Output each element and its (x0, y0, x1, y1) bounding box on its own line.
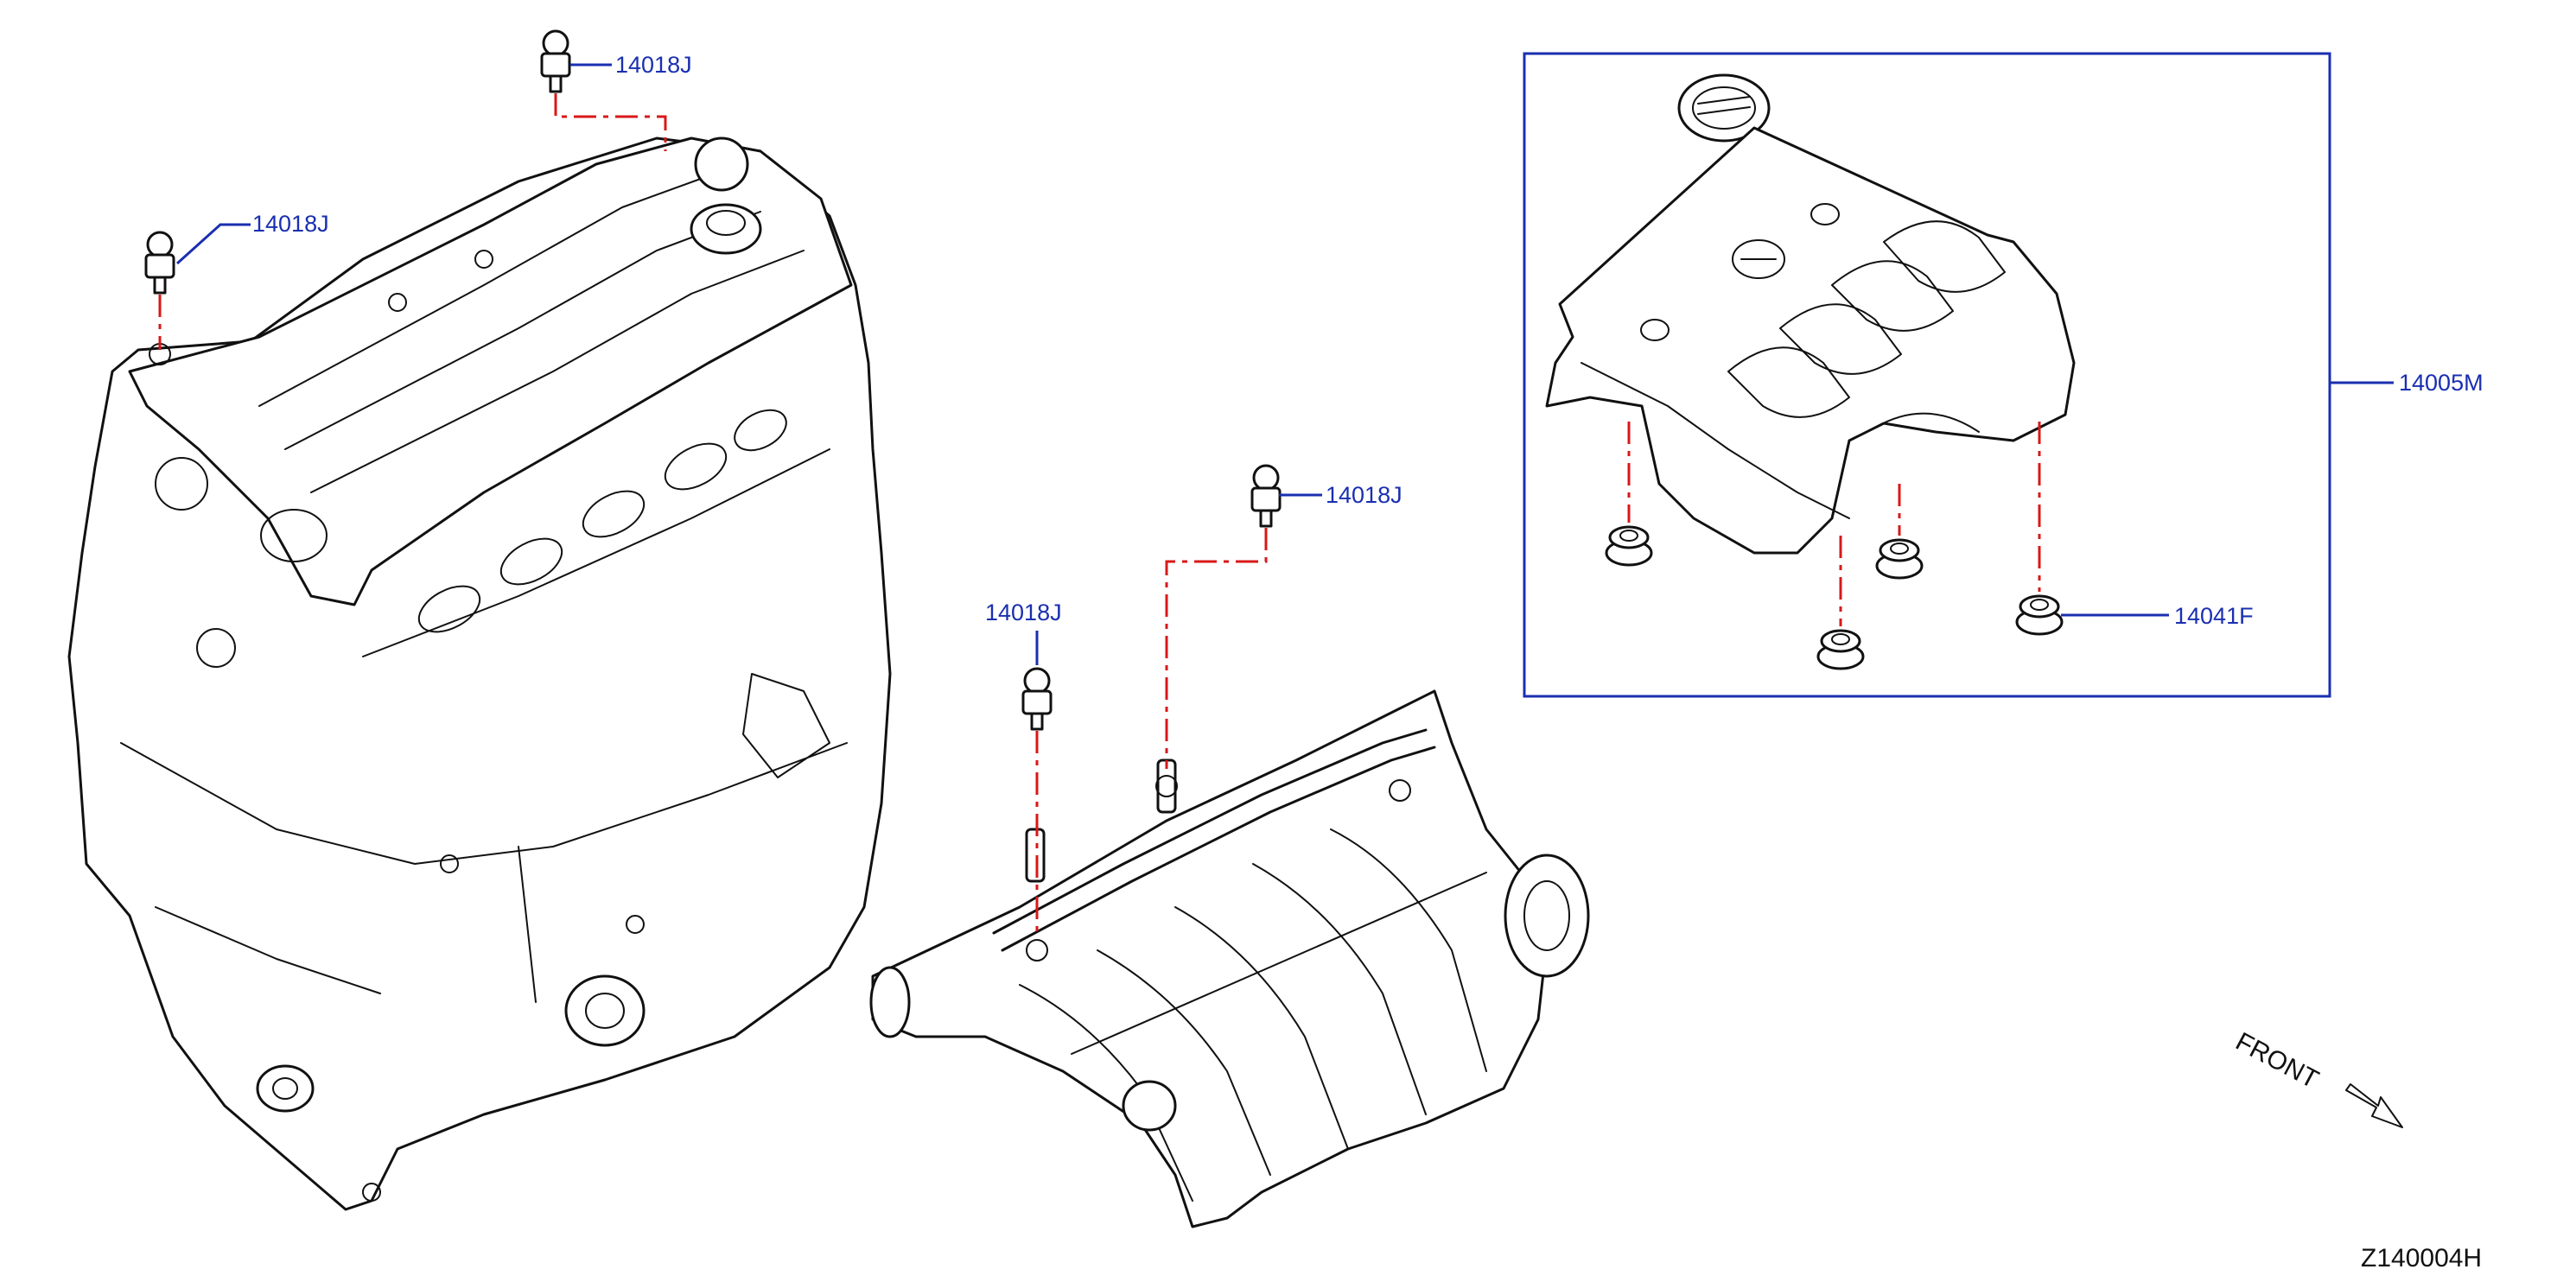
callout-labels: 14018J 14018J 14018J 14018J 14005M 14041… (252, 52, 2484, 629)
callout-bolt-mid: 14018J (985, 600, 1062, 625)
stud-bolt-left (144, 231, 175, 295)
grommets (1605, 525, 2064, 670)
callout-bolt-right: 14018J (1326, 482, 1402, 508)
callout-bolt-left: 14018J (252, 211, 329, 237)
front-indicator: FRONT (2231, 1027, 2403, 1128)
grommet-1 (1605, 525, 1653, 567)
front-arrow-icon (2345, 1083, 2403, 1128)
stud-bolt-right (1250, 464, 1282, 528)
cover-group-frame (1523, 52, 2331, 698)
callout-bolt-top: 14018J (615, 52, 692, 78)
engine-cover (1545, 73, 2076, 555)
front-label: FRONT (2231, 1027, 2324, 1095)
stud-bolt-mid (1021, 667, 1053, 731)
engine-block (67, 136, 892, 1211)
grommet-2 (1875, 538, 1924, 580)
stud-bolt-top (540, 29, 571, 93)
callout-grommet: 14041F (2174, 603, 2254, 629)
grommet-4 (2015, 594, 2064, 636)
drawing-id: Z140004H (2361, 1244, 2482, 1272)
intake-manifold (869, 689, 1590, 1228)
grommet-3 (1816, 629, 1865, 670)
callout-cover: 14005M (2399, 370, 2484, 396)
assembly-lines (158, 93, 2041, 933)
stud-bolts (144, 29, 1282, 731)
leader-lines (175, 63, 2394, 665)
